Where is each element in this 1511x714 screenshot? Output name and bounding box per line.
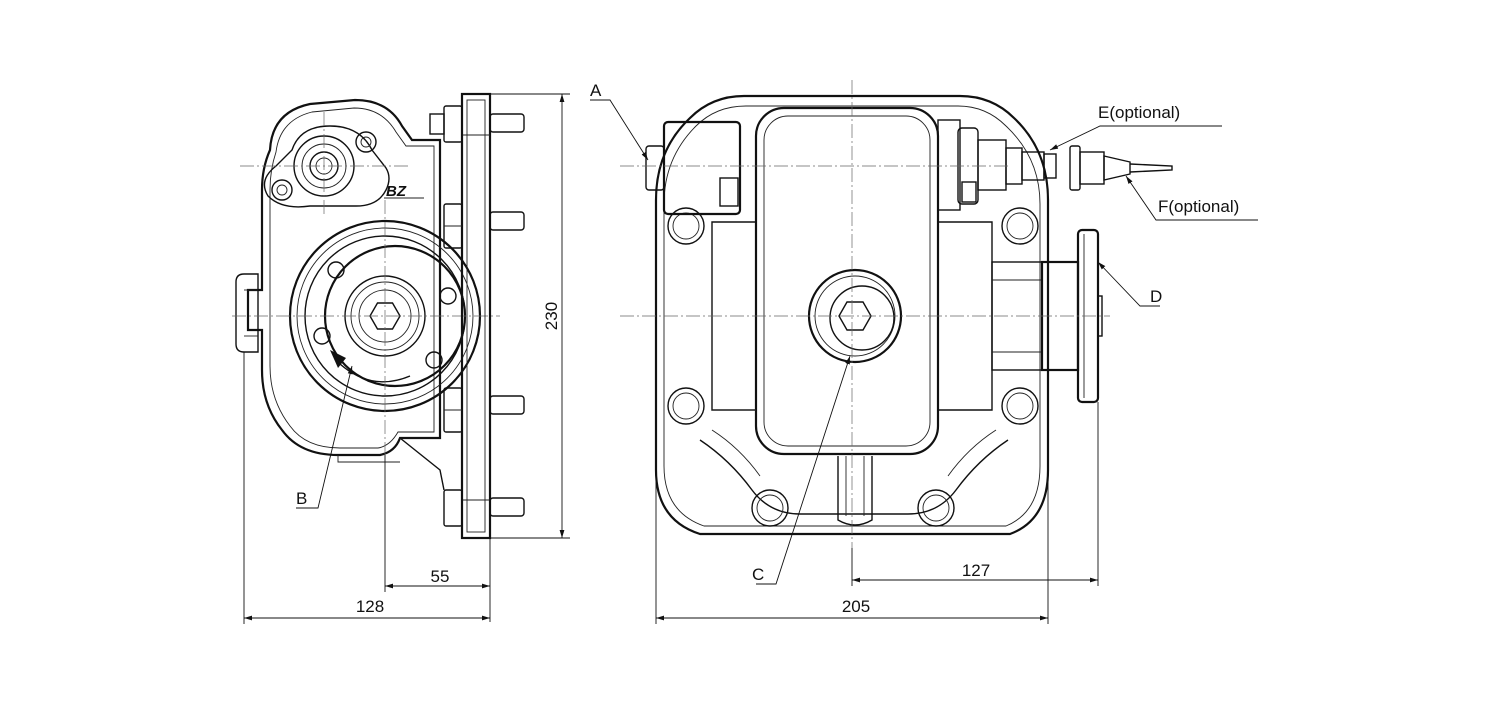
label-c: C	[752, 565, 764, 584]
side-view: BZ	[232, 92, 525, 540]
logo-text: BZ	[386, 183, 407, 200]
dim-128: 128	[356, 597, 384, 616]
label-f: F(optional)	[1158, 197, 1239, 216]
label-a: A	[590, 81, 602, 100]
front-view	[620, 80, 1173, 548]
label-d: D	[1150, 287, 1162, 306]
housing-bolts	[667, 207, 1039, 527]
connector-f	[1069, 145, 1173, 191]
dim-230: 230	[542, 302, 561, 330]
bz-logo: BZ	[384, 183, 424, 200]
dim-127: 127	[962, 561, 990, 580]
label-e: E(optional)	[1098, 103, 1180, 122]
callouts: A B C D E(optional) F(optional)	[296, 81, 1258, 585]
plate-studs-right	[489, 113, 525, 517]
plate-bolts-left	[429, 105, 463, 527]
dimensions: 230 55 128 127 205	[243, 93, 1099, 624]
dim-55: 55	[431, 567, 450, 586]
dim-205: 205	[842, 597, 870, 616]
label-b: B	[296, 489, 307, 508]
